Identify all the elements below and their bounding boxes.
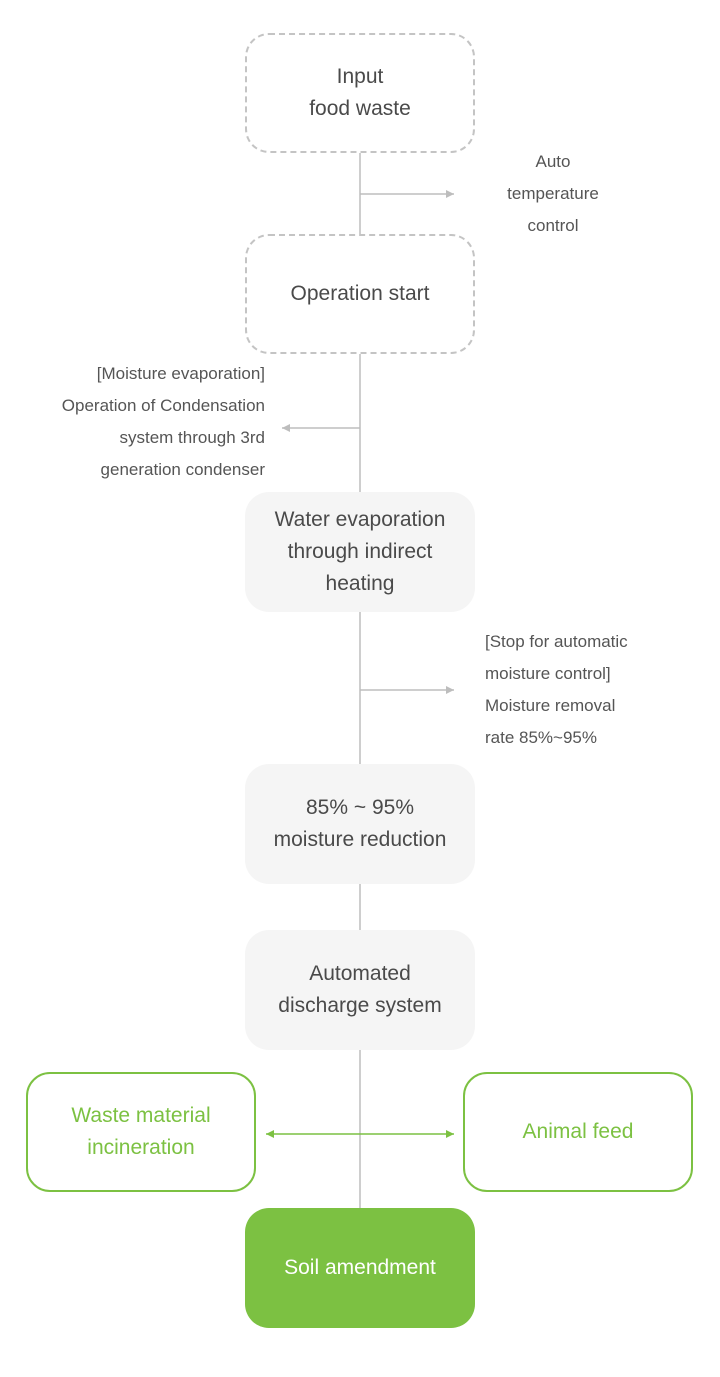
step-moisture-reduction: 85% ~ 95% moisture reduction xyxy=(245,764,475,884)
note-auto-temperature-control: Auto temperature control xyxy=(507,152,599,235)
step-operation-start: Operation start xyxy=(245,234,475,354)
note-automatic-moisture-control: [Stop for automatic moisture control] Mo… xyxy=(485,632,628,747)
step-water-evaporation: Water evaporation through indirect heati… xyxy=(245,492,475,612)
note-condensation-system: [Moisture evaporation] Operation of Cond… xyxy=(61,364,265,479)
step-input-food-waste: Input food waste xyxy=(245,33,475,153)
output-soil-amendment: Soil amendment xyxy=(245,1208,475,1328)
output-animal-feed: Animal feed xyxy=(463,1072,693,1192)
output-waste-incineration: Waste material incineration xyxy=(26,1072,256,1192)
step-automated-discharge: Automated discharge system xyxy=(245,930,475,1050)
